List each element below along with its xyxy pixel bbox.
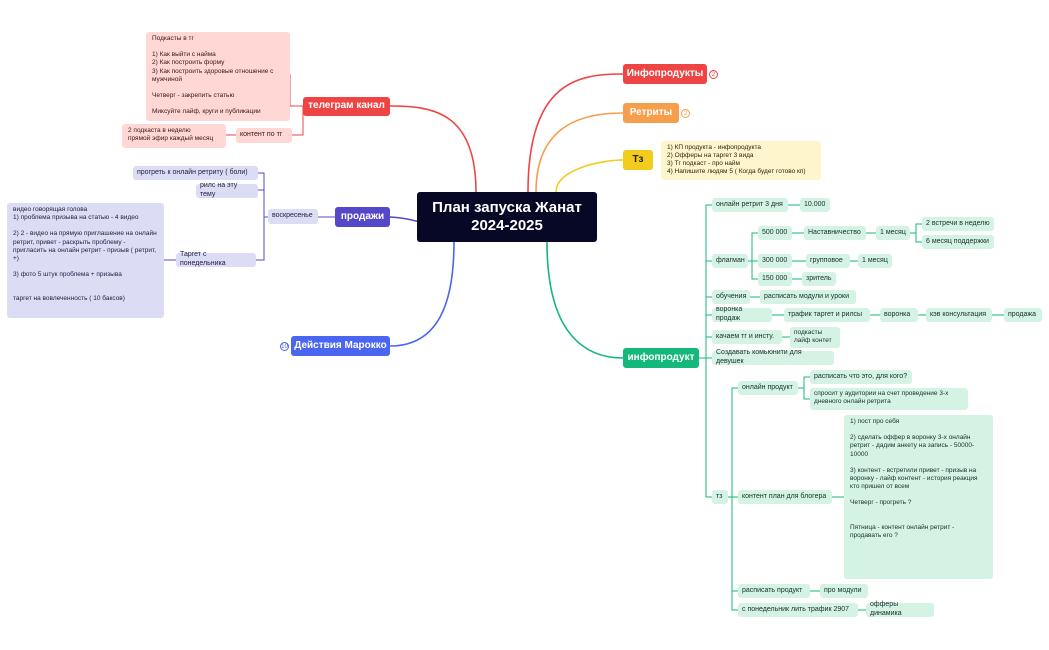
sunday-node[interactable]: воскресенье	[268, 209, 318, 224]
traffic-node[interactable]: трафик таргет и рилсы	[784, 308, 870, 322]
offers-node[interactable]: офферы динамика	[866, 601, 934, 617]
ask-audience-note[interactable]: спросит у аудитории на счет проведение 3…	[810, 388, 968, 410]
support-node[interactable]: 6 месяц поддержки	[922, 235, 994, 249]
marokko-count-badge[interactable]: 10	[280, 342, 289, 351]
about-modules-node[interactable]: про модули	[820, 584, 868, 598]
pump-node[interactable]: качаем тг и инсту.	[712, 330, 782, 344]
pump-note[interactable]: подкасты лайф контет	[790, 327, 840, 348]
training-node[interactable]: обучения	[712, 290, 750, 304]
sales-node[interactable]: продажи	[335, 207, 390, 227]
mentoring-node[interactable]: Наставничество	[804, 226, 866, 240]
group-node[interactable]: групповое	[806, 254, 850, 268]
warmup-node[interactable]: прогреть к онлайн ретриту ( боли)	[133, 166, 258, 180]
monday-traffic-node[interactable]: с понедельник лить трафик 2907	[738, 603, 858, 617]
group-month-node[interactable]: 1 месяц	[858, 254, 892, 268]
modules-node[interactable]: расписать модули и уроки	[760, 290, 856, 304]
telegram-content-node[interactable]: контент по тг	[236, 128, 292, 143]
flagship-node[interactable]: флагман	[712, 254, 748, 268]
sales-funnel-node[interactable]: воронка продаж	[712, 306, 772, 322]
retreats-node[interactable]: Ретриты	[623, 103, 679, 123]
online-retreat-price[interactable]: 10.000	[800, 198, 830, 212]
telegram-channel-node[interactable]: телеграм канал	[303, 97, 390, 116]
marokko-node[interactable]: Действия Марокко	[291, 336, 390, 356]
tz-node[interactable]: Тз	[623, 150, 653, 170]
describe-product-node[interactable]: расписать продукт	[738, 584, 810, 598]
retreats-count-badge[interactable]: 2	[681, 109, 690, 118]
podcasts-note[interactable]: Подкасты в тг 1) Как выйти с найма 2) Ка…	[146, 32, 290, 121]
funnel-node[interactable]: воронка	[880, 308, 918, 322]
online-retreat-node[interactable]: онлайн ретрит 3 дня	[712, 198, 788, 212]
price-500-node[interactable]: 500 000	[758, 226, 792, 240]
viewer-node[interactable]: зритель	[802, 272, 836, 286]
blogger-plan-node[interactable]: контент план для блогера	[738, 490, 832, 504]
target-monday-node[interactable]: Таргет с понедельника	[176, 251, 256, 267]
sale-node[interactable]: продажа	[1004, 308, 1042, 322]
target-note[interactable]: видео говорящая голова 1) проблема призы…	[7, 203, 164, 318]
infoproducts-node[interactable]: Инфопродукты	[623, 64, 707, 84]
meetings-node[interactable]: 2 встречи в неделю	[922, 217, 994, 231]
price-150-node[interactable]: 150 000	[758, 272, 792, 286]
blogger-note[interactable]: 1) пост про себя 2) сделать оффер в воро…	[844, 415, 993, 579]
mentoring-month-node[interactable]: 1 месяц	[876, 226, 910, 240]
consult-node[interactable]: кэв консультация	[926, 308, 992, 322]
telegram-content-note[interactable]: 2 подкаста в неделю прямой эфир каждый м…	[122, 124, 226, 148]
infoproduct-tz-node[interactable]: тз	[712, 490, 728, 504]
price-300-node[interactable]: 300 000	[758, 254, 792, 268]
reels-node[interactable]: рилс на эту тему	[196, 182, 258, 198]
community-node[interactable]: Создавать комьюнити для девушек	[712, 349, 834, 365]
root-node[interactable]: План запуска Жанат 2024-2025	[417, 192, 597, 242]
tz-note[interactable]: 1) КП продукта - инфопродукта 2) Офферы …	[661, 141, 821, 180]
infoproduct-node[interactable]: инфопродукт	[623, 348, 699, 368]
what-for-node[interactable]: расписать что это, для кого?	[810, 370, 912, 384]
online-product-node[interactable]: онлайн продукт	[738, 381, 798, 395]
infoproducts-count-badge[interactable]: 2	[709, 70, 718, 79]
